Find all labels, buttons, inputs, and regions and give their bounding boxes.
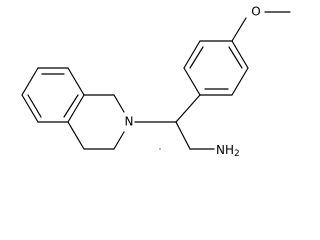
benzo-ring [21,67,85,123]
bond-benzo-4 [67,94,85,123]
bond-n-ch2 [113,131,125,150]
bond-ring-d [231,40,249,69]
bond-benzo-double-3 [27,94,42,118]
ring-nitrogen-label: N [125,115,134,129]
bond-ch2-ar [67,121,85,150]
bond-ring-a [183,67,201,96]
bond-ring-double-2 [228,46,243,69]
saturated-ring [67,94,125,150]
bond-ring-e [231,67,249,96]
methoxyphenyl-ring [175,40,249,123]
amine-label-subscript: 2 [234,149,240,159]
bond-ring-double-1 [189,46,204,69]
amine-label: NH2 [216,143,240,159]
methoxy-oxygen-label: O [251,5,260,19]
bond-ar-o [231,17,247,42]
bond-benzo-1 [21,67,39,96]
bond-benzo-6 [21,94,39,123]
bond-benzo-double-2 [63,94,79,118]
methoxy-group [231,11,291,42]
bond-benzo-3 [67,67,85,96]
side-chain [134,121,215,150]
bond-ch-ch2 [175,121,191,150]
bond-ch-aryl-ipso [175,94,201,123]
chemical-structure-diagram: N NH2 O [21,5,291,159]
amine-label-main: NH [216,143,234,157]
bond-ch2-n [113,94,125,113]
bond-ring-b [183,40,201,69]
